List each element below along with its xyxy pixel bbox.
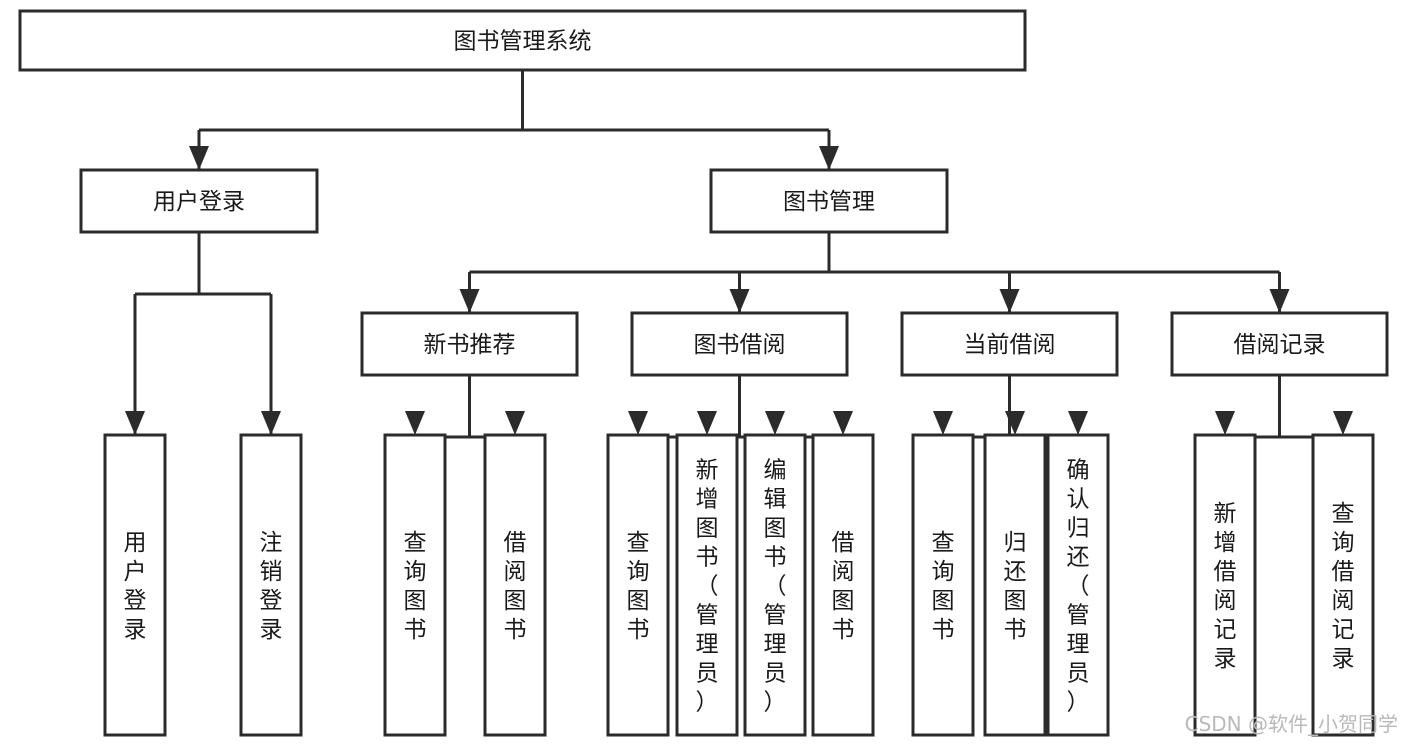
node-box [606,433,670,737]
arrow-head-icon [505,411,525,435]
node-label: 借阅图书 [504,530,527,643]
node-box [360,311,579,377]
node-box [1170,311,1389,377]
node-box [1311,433,1375,737]
node-leaf-add-book-admin[interactable]: 新增图书（管理员） [675,433,739,737]
node-leaf-query-book-recommend[interactable]: 查询图书 [383,433,447,737]
node-box [630,311,849,377]
node-label: 新增借阅记录 [1214,501,1237,672]
node-leaf-return-book[interactable]: 归还图书 [983,433,1047,737]
node-layer: 图书管理系统用户登录图书管理新书推荐图书借阅当前借阅借阅记录用户登录注销登录查询… [18,9,1389,737]
node-leaf-add-borrow-record[interactable]: 新增借阅记录 [1193,433,1257,737]
node-current-borrow[interactable]: 当前借阅 [900,311,1119,377]
node-box [675,433,739,737]
arrow-head-icon [261,411,281,435]
node-label: 用户登录 [153,189,245,215]
node-book-borrow[interactable]: 图书借阅 [630,311,849,377]
node-book-manage[interactable]: 图书管理 [709,168,949,234]
node-leaf-query-book-borrow[interactable]: 查询图书 [606,433,670,737]
node-box [911,433,975,737]
node-label: 当前借阅 [964,332,1056,358]
node-leaf-query-borrow-record[interactable]: 查询借阅记录 [1311,433,1375,737]
arrow-head-icon [125,411,145,435]
node-label: 图书借阅 [694,332,786,358]
node-leaf-user-login[interactable]: 用户登录 [103,433,167,737]
node-label: 图书管理系统 [454,29,592,55]
arrow-head-icon [628,411,648,435]
node-label: 图书管理 [783,189,875,215]
node-label: 新增图书（管理员） [696,458,719,716]
arrow-head-icon [1269,289,1290,313]
node-leaf-edit-book-admin[interactable]: 编辑图书（管理员） [743,433,807,737]
node-box [383,433,447,737]
arrow-head-icon [1333,411,1353,435]
arrow-head-icon [1005,411,1025,435]
node-box [79,168,319,234]
node-label: 注销登录 [260,530,283,643]
node-box [983,433,1047,737]
node-leaf-borrow-book-recommend[interactable]: 借阅图书 [483,433,547,737]
node-box [1193,433,1257,737]
node-label: 编辑图书（管理员） [764,458,787,716]
csdn-watermark: CSDN @软件_小贺同学 [1185,712,1398,736]
node-label: 归还图书 [1004,530,1027,643]
node-leaf-query-book-current[interactable]: 查询图书 [911,433,975,737]
node-leaf-borrow-book[interactable]: 借阅图书 [811,433,875,737]
arrow-head-icon [459,289,480,313]
node-label: 查询图书 [404,530,427,643]
node-label: 查询图书 [627,530,650,643]
node-box [103,433,167,737]
node-box [483,433,547,737]
node-label: 确认归还（管理员） [1067,458,1090,716]
arrow-head-icon [765,411,785,435]
arrow-head-icon [833,411,853,435]
node-box [743,433,807,737]
node-label: 用户登录 [124,530,147,643]
arrow-head-icon [189,146,209,170]
arrow-head-icon [999,289,1020,313]
node-label: 借阅记录 [1234,332,1326,358]
node-label: 借阅图书 [832,530,855,643]
node-user-login[interactable]: 用户登录 [79,168,319,234]
node-box [18,9,1027,72]
node-label: 查询借阅记录 [1332,501,1355,672]
arrow-head-icon [1215,411,1235,435]
node-label: 新书推荐 [424,332,516,358]
arrow-head-icon [1068,411,1088,435]
arrow-head-icon [729,289,750,313]
node-leaf-confirm-return-admin[interactable]: 确认归还（管理员） [1046,433,1110,737]
node-box [239,433,303,737]
arrow-head-icon [697,411,717,435]
node-box [1046,433,1110,737]
node-root[interactable]: 图书管理系统 [18,9,1027,72]
node-box [811,433,875,737]
node-new-book-recommend[interactable]: 新书推荐 [360,311,579,377]
node-borrow-record[interactable]: 借阅记录 [1170,311,1389,377]
arrow-head-icon [405,411,425,435]
arrow-head-icon [819,146,839,170]
node-label: 查询图书 [932,530,955,643]
node-leaf-user-logout[interactable]: 注销登录 [239,433,303,737]
node-box [900,311,1119,377]
node-box [709,168,949,234]
connector-layer [125,70,1353,439]
arrow-head-icon [933,411,953,435]
